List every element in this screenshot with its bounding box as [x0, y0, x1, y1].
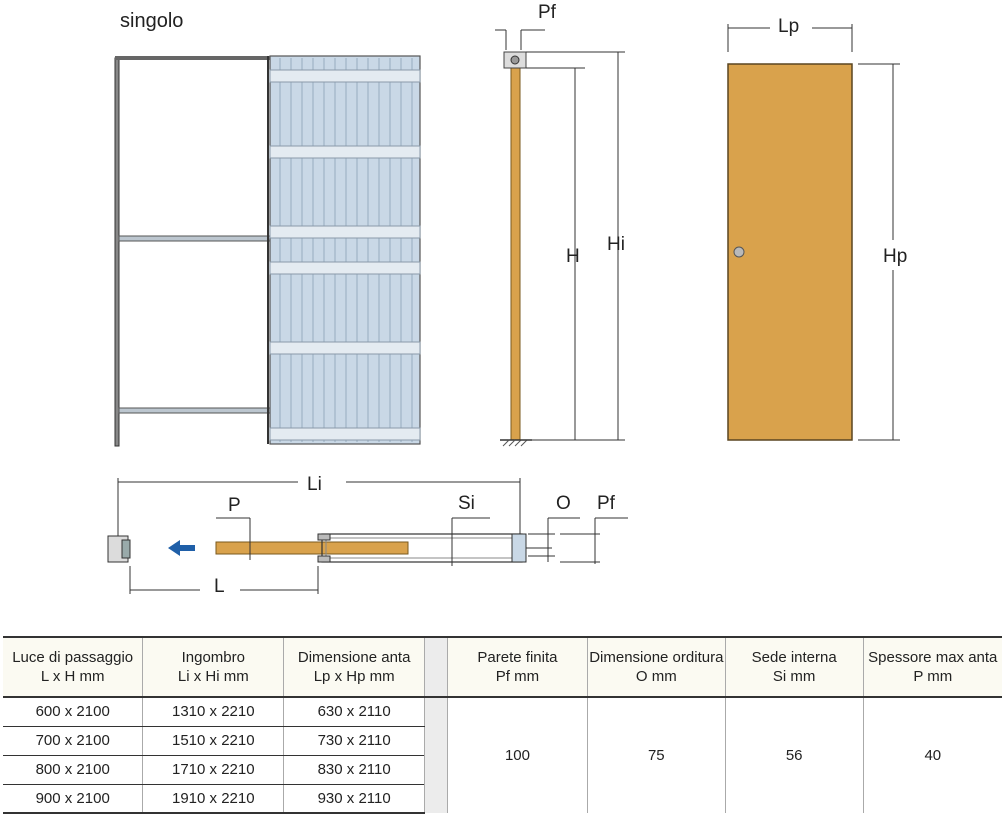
table-row: 800 x 2100 1710 x 2210 830 x 2110	[3, 755, 1002, 785]
cell-ingombro: 1710 x 2210	[142, 755, 284, 785]
lp-label: Lp	[778, 16, 799, 37]
technical-drawing: Pf H Hi Lp Hp Li	[107, 2, 907, 597]
plan-view: Li P Si O	[107, 474, 628, 597]
table-row: 700 x 2100 1510 x 2210 730 x 2110	[3, 726, 1002, 756]
cell-sede-interna: 56	[724, 697, 864, 813]
cell-dimensione-anta: 830 x 2110	[283, 755, 425, 785]
cell-ingombro: 1910 x 2210	[142, 784, 284, 814]
pf-top-label: Pf	[538, 2, 557, 23]
si-label: Si	[458, 493, 475, 514]
cell-luce: 800 x 2100	[3, 755, 143, 785]
cell-spessore-max-anta: 40	[862, 697, 1002, 813]
table-gap	[424, 697, 449, 813]
cell-dimensione-anta: 730 x 2110	[283, 726, 425, 756]
p-label: P	[228, 495, 241, 516]
diagram-title: singolo	[120, 10, 184, 32]
cell-luce: 700 x 2100	[3, 726, 143, 756]
cell-luce: 600 x 2100	[3, 697, 143, 727]
cell-ingombro: 1310 x 2210	[142, 697, 284, 727]
pf-bottom-label: Pf	[597, 493, 616, 514]
cell-parete-finita: 100	[504, 747, 530, 764]
table-row: 600 x 2100 1310 x 2210 630 x 2110 100 75…	[3, 697, 1002, 813]
table-gap	[424, 636, 449, 698]
cell-dimensione-anta: 630 x 2110	[283, 697, 425, 727]
l-label: L	[214, 576, 225, 597]
table-row: 900 x 2100 1910 x 2210 930 x 2110	[3, 784, 1002, 814]
hp-label: Hp	[883, 246, 907, 267]
h-label: H	[566, 246, 580, 267]
li-label: Li	[307, 474, 322, 495]
cell-ingombro: 1510 x 2210	[142, 726, 284, 756]
side-section-view: Pf H Hi	[495, 2, 625, 447]
o-label: O	[556, 493, 571, 514]
cell-luce: 900 x 2100	[3, 784, 143, 814]
pocket-frame-front-view	[114, 55, 421, 447]
slide-direction-arrow-icon	[168, 540, 195, 556]
door-leaf-view: Lp Hp	[727, 16, 907, 441]
cell-dimensione-orditura: 75	[586, 697, 726, 813]
cell-dimensione-anta: 930 x 2110	[283, 784, 425, 814]
door-handle-icon	[733, 246, 745, 258]
hi-label: Hi	[607, 234, 625, 255]
